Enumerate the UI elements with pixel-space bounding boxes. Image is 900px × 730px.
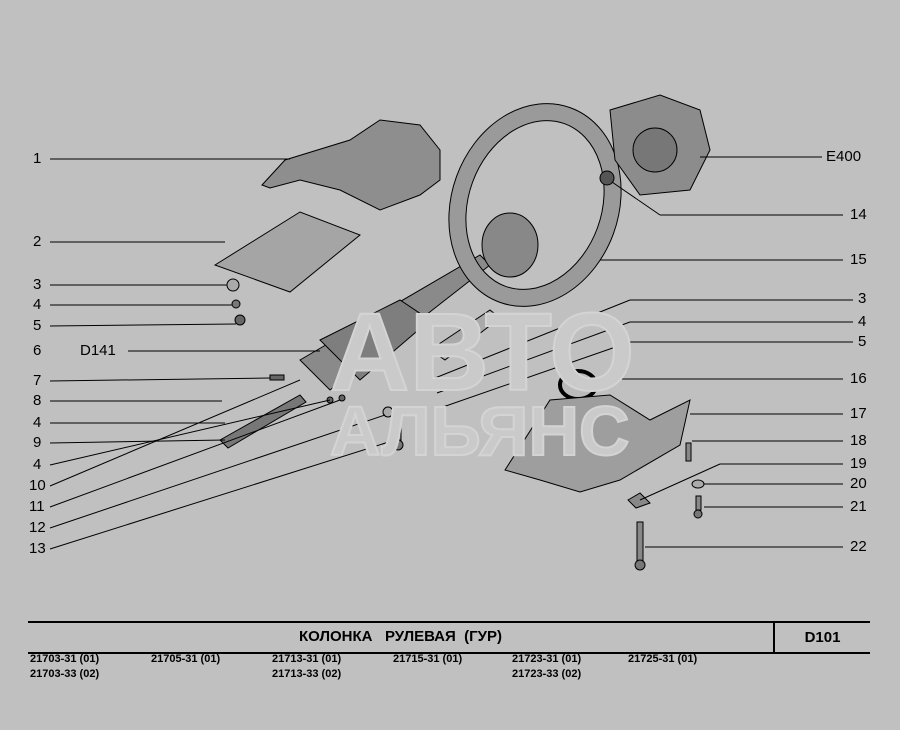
watermark-logo: АВТО АЛЬЯНС (329, 290, 636, 471)
callout-1: 1 (33, 150, 42, 167)
leader-lines (49, 156, 853, 550)
title-block: КОЛОНКА РУЛЕВАЯ (ГУР) D101 (28, 621, 870, 654)
model-code: 21725-31 (01) (628, 653, 698, 665)
callout-19: 19 (850, 455, 867, 472)
callout-3: 3 (33, 276, 42, 293)
callout-11: 11 (29, 498, 45, 515)
callout-18: 18 (850, 432, 867, 449)
diagram-code: D101 (773, 623, 870, 652)
callout-6-ref[interactable]: D141 (80, 342, 116, 359)
svg-text:АВТО: АВТО (330, 291, 635, 414)
callout-17: 17 (850, 405, 867, 422)
model-code: 21703-31 (01) (30, 653, 100, 665)
callout-15: 15 (850, 251, 867, 268)
callout-5r: 5 (858, 333, 867, 350)
model-code: 21723-33 (02) (512, 668, 582, 680)
model-code: 21705-31 (01) (151, 653, 221, 665)
callout-4b: 4 (33, 414, 42, 431)
svg-text:АЛЬЯНС: АЛЬЯНС (330, 392, 630, 470)
callout-5: 5 (33, 317, 42, 334)
model-code: 21703-33 (02) (30, 668, 100, 680)
callout-21: 21 (850, 498, 867, 515)
callout-4r: 4 (858, 313, 867, 330)
callout-14: 14 (850, 206, 867, 223)
callout-4c: 4 (33, 456, 42, 473)
callout-9: 9 (33, 434, 42, 451)
callout-6: 6 (33, 342, 42, 359)
callout-8: 8 (33, 392, 42, 409)
callout-7: 7 (33, 372, 42, 389)
model-code: 21715-31 (01) (393, 653, 463, 665)
callout-3r: 3 (858, 290, 867, 307)
callout-2: 2 (33, 233, 42, 250)
callout-e400[interactable]: E400 (826, 148, 862, 165)
model-code: 21713-33 (02) (272, 668, 342, 680)
diagram-title: КОЛОНКА РУЛЕВАЯ (ГУР) (299, 628, 502, 645)
callout-13: 13 (29, 540, 46, 557)
callout-12: 12 (29, 519, 46, 536)
callout-10: 10 (29, 477, 46, 494)
callout-4: 4 (33, 296, 42, 313)
model-code: 21713-31 (01) (272, 653, 342, 665)
callout-20: 20 (850, 475, 867, 492)
callout-16: 16 (850, 370, 867, 387)
model-code: 21723-31 (01) (512, 653, 582, 665)
parts (213, 94, 711, 571)
callout-22: 22 (850, 538, 867, 555)
